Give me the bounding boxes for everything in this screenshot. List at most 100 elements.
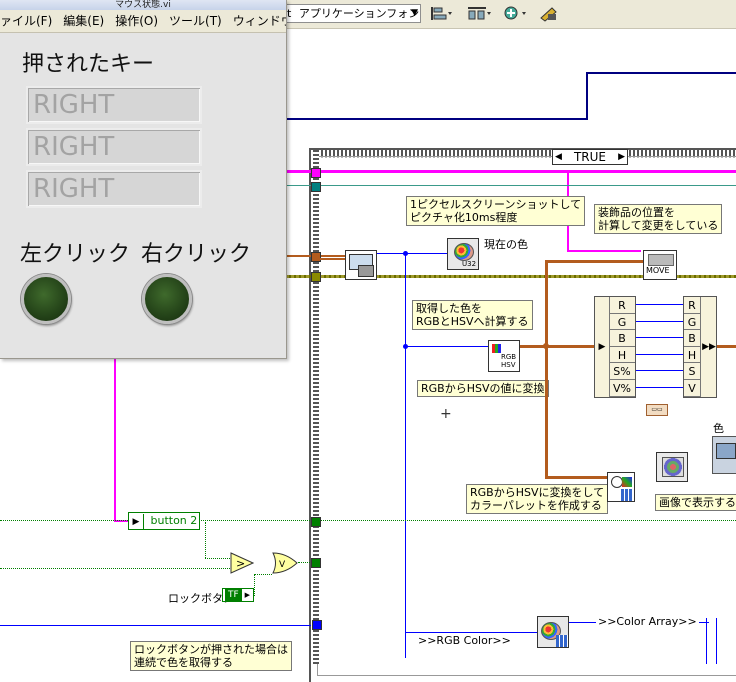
window-title[interactable]: マウス状態.vi — [0, 0, 286, 10]
wire-boolean — [254, 574, 255, 596]
button2-terminal[interactable]: ▶ button 2 — [128, 512, 200, 530]
lock-button-terminal[interactable]: TF ▶ — [222, 588, 254, 602]
font-selector[interactable]: t アプリケーションフォント ▼ — [283, 4, 421, 23]
wire-field — [636, 353, 683, 355]
distribute-icon[interactable] — [465, 4, 493, 23]
bundle-field[interactable]: G — [684, 314, 700, 331]
bundle-field[interactable]: V — [684, 380, 700, 397]
note-lock: ロックボタンが押された場合は連続で色を取得する — [130, 641, 292, 671]
wire-pink — [114, 356, 116, 522]
bundle-field[interactable]: H — [684, 347, 700, 364]
note-decoration: 装飾品の位置を計算して変更をしている — [594, 204, 723, 234]
crosshair-cursor-icon: + — [440, 406, 452, 422]
wire-orange — [545, 260, 643, 263]
wire-boolean — [298, 562, 312, 563]
or-gate-node[interactable]: V — [272, 552, 298, 574]
pressed-key-indicator: RIGHT — [26, 128, 202, 166]
pressed-key-indicator: RIGHT — [26, 170, 202, 208]
boolean-tunnel — [311, 517, 321, 527]
tf-label: TF — [225, 589, 242, 601]
bundle-field[interactable]: R — [684, 297, 700, 314]
wire-field — [636, 320, 683, 322]
unbundle-field[interactable]: G — [609, 314, 635, 331]
cleanup-icon[interactable] — [538, 4, 560, 23]
unbundle-field[interactable]: R — [609, 297, 635, 314]
menu-edit[interactable]: 編集(E) — [63, 14, 105, 28]
blue-tunnel — [312, 620, 322, 630]
selector-right-arrow-icon[interactable]: ▶ — [618, 152, 625, 162]
menu-file[interactable]: ァイル(F) — [0, 14, 53, 28]
wire-blue — [405, 346, 489, 347]
unbundle-field[interactable]: H — [609, 347, 635, 364]
case-selector[interactable]: ◀ TRUE ▶ — [552, 149, 628, 165]
wire-boolean — [0, 520, 736, 521]
wire-boolean — [254, 574, 272, 575]
front-panel-window[interactable]: マウス状態.vi ァイル(F) 編集(E) 操作(O) ツール(T) ウィンドウ( 押さ… — [0, 0, 287, 359]
u32-label: U32 — [462, 260, 477, 268]
wire-boolean — [205, 522, 206, 558]
right-click-led[interactable] — [142, 274, 192, 324]
wire-orange — [319, 258, 345, 260]
wire-field — [636, 337, 683, 339]
case-frame-top — [313, 150, 736, 156]
wire-boolean — [0, 568, 230, 569]
wire-boolean — [205, 558, 230, 559]
wire-field — [636, 370, 683, 372]
align-icon[interactable] — [428, 4, 454, 23]
olive-tunnel — [311, 272, 321, 282]
show-image-label: 画像で表示する — [655, 494, 736, 511]
note-palette: RGBからHSVに変換をしてカラーパレットを作成する — [466, 484, 609, 514]
rgb-color-subvi[interactable] — [537, 616, 569, 648]
svg-text:>: > — [236, 557, 245, 570]
orange-tunnel — [311, 252, 321, 262]
picture-to-u32-subvi[interactable]: U32 — [447, 238, 479, 270]
unbundle-field[interactable]: B — [609, 330, 635, 347]
wire-teal — [286, 185, 736, 186]
svg-text:V: V — [279, 560, 286, 570]
wire-navy — [586, 72, 736, 74]
palette-build-subvi[interactable] — [607, 472, 635, 502]
menu-tools[interactable]: ツール(T) — [169, 14, 222, 28]
wire-blue — [716, 618, 717, 664]
greater-than-node[interactable]: > — [230, 552, 255, 574]
reorder-icon[interactable] — [502, 4, 530, 23]
unbundle-field[interactable]: S% — [609, 363, 635, 380]
wire-pink — [567, 250, 641, 252]
move-subvi[interactable]: MOVE — [643, 250, 677, 280]
pink-tunnel — [311, 168, 321, 178]
wire-blue — [405, 632, 537, 633]
selector-left-arrow-icon[interactable]: ◀ — [555, 152, 562, 162]
wire-navy — [286, 118, 588, 120]
right-click-label: 右クリック — [141, 242, 252, 267]
rgb-color-label: >>RGB Color>> — [418, 634, 511, 647]
wire-orange — [545, 260, 548, 478]
boolean-tunnel — [311, 558, 321, 568]
button2-label: button 2 — [150, 514, 198, 527]
pressed-key-label: 押されたキー — [22, 52, 155, 77]
left-click-led[interactable] — [21, 274, 71, 324]
wire-field — [636, 304, 683, 305]
terminal-arrow-icon: ▶ — [129, 514, 144, 530]
font-name: アプリケーションフォント — [298, 7, 421, 20]
bundle-field[interactable]: S — [684, 363, 700, 380]
case-selector-value: TRUE — [573, 150, 607, 164]
wire-orange — [706, 345, 736, 348]
color-indicator[interactable] — [712, 436, 736, 474]
picture-display-subvi[interactable] — [656, 452, 688, 482]
menu-bar: ァイル(F) 編集(E) 操作(O) ツール(T) ウィンドウ( — [0, 10, 286, 33]
wire-blue — [405, 253, 406, 658]
cluster-constant[interactable]: ▭▭ — [646, 404, 668, 416]
note-screenshot: 1ピクセルスクリーンショットしてピクチャ化10ms程度 — [406, 196, 586, 226]
current-color-label: 現在の色 — [484, 238, 528, 251]
screenshot-subvi[interactable] — [345, 250, 377, 280]
unbundle-field[interactable]: V% — [609, 380, 635, 397]
wire-olive — [286, 275, 736, 278]
menu-operate[interactable]: 操作(O) — [115, 14, 159, 28]
lock-button-label: ロックボタン — [168, 592, 234, 605]
menu-window[interactable]: ウィンドウ( — [232, 14, 286, 28]
move-label: MOVE — [646, 266, 670, 275]
bundle-field[interactable]: B — [684, 330, 700, 347]
